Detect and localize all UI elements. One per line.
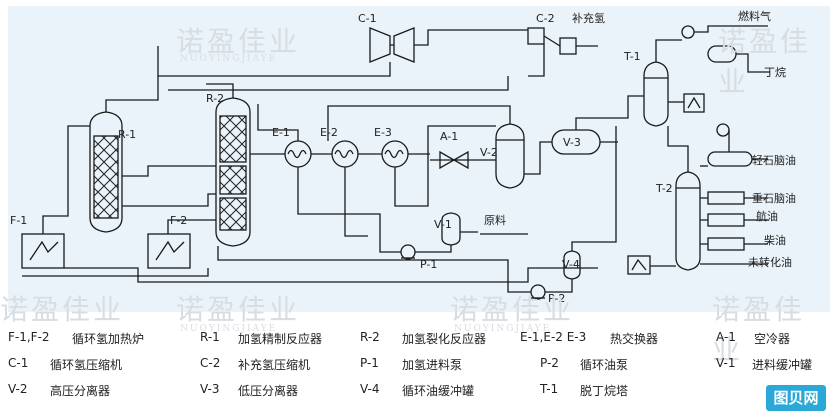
legend-desc: 循环油缓冲罐 (402, 384, 475, 398)
exchanger-e2 (331, 140, 359, 168)
process-flow-diagram: C-1 C-2 补充氢 T-1 燃料气 丁烷 R-1 R-2 E-1 E-2 E… (8, 6, 830, 312)
legend-desc: 加氢精制反应器 (238, 332, 323, 346)
exchanger-e1 (284, 140, 312, 168)
legend-code: C-1 (8, 356, 29, 370)
label-a1: A-1 (440, 130, 458, 143)
watermark-text: 诺盈佳业 (176, 25, 301, 58)
legend-code: V-1 (716, 356, 736, 370)
legend-desc: 循环氢加热炉 (72, 332, 145, 346)
label-c1: C-1 (358, 12, 377, 25)
legend-desc: 加氢进料泵 (402, 358, 463, 372)
watermark-subtext: NUOYINGJIAYE (180, 54, 278, 64)
label-r2: R-2 (206, 92, 224, 105)
furnace-f2 (147, 233, 191, 269)
watermark-text: 诺盈佳业 (718, 25, 812, 98)
legend-code: E-1,E-2 E-3 (520, 330, 587, 344)
label-e1: E-1 (272, 126, 290, 139)
label-kerosene: 航油 (756, 209, 778, 223)
legend-desc: 高压分离器 (50, 384, 111, 398)
label-makeup-h2: 补充氢 (572, 11, 605, 25)
legend-desc: 空冷器 (754, 332, 791, 346)
compressor-c2 (527, 27, 577, 55)
legend-desc: 热交换器 (610, 332, 659, 346)
label-butane: 丁烷 (764, 65, 786, 79)
air-cooler-a1 (430, 150, 478, 170)
legend-code: A-1 (716, 330, 736, 344)
label-r1: R-1 (118, 128, 136, 141)
legend-code: P-2 (540, 356, 559, 370)
label-v1: V-1 (434, 218, 452, 231)
legend-code: V-4 (360, 382, 380, 396)
label-f2: F-2 (170, 214, 187, 227)
label-t2: T-2 (655, 182, 673, 195)
legend-desc: 脱丁烷塔 (580, 384, 629, 398)
legend-code: C-2 (200, 356, 221, 370)
label-fuel-gas: 燃料气 (738, 9, 771, 23)
watermark-subtext: NUOYINGJIAYE (454, 324, 552, 334)
legend-desc: 进料缓冲罐 (752, 358, 813, 372)
label-feed: 原料 (484, 213, 506, 227)
label-c2: C-2 (536, 12, 555, 25)
legend-code: R-1 (200, 330, 220, 344)
reactor-r1 (89, 106, 123, 233)
label-diesel: 柴油 (764, 233, 786, 247)
legend-desc: 加氢裂化反应器 (402, 332, 487, 346)
legend-desc: 循环油泵 (580, 358, 629, 372)
legend-code: P-1 (360, 356, 379, 370)
exchanger-e3 (381, 140, 409, 168)
legend-code: V-3 (200, 382, 220, 396)
label-e2: E-2 (320, 126, 338, 139)
legend-code: R-2 (360, 330, 380, 344)
flow-svg: C-1 C-2 补充氢 T-1 燃料气 丁烷 R-1 R-2 E-1 E-2 E… (10, 9, 796, 305)
separator-v2 (495, 123, 525, 189)
compressor-c1 (369, 27, 415, 63)
label-heavy-naphtha: 重石脑油 (752, 191, 796, 205)
buffer-drum-v4 (563, 250, 581, 280)
legend-desc: 低压分离器 (238, 384, 299, 398)
legend-desc: 循环氢压缩机 (50, 358, 123, 372)
pump-p1 (400, 244, 416, 260)
label-t1: T-1 (623, 50, 641, 63)
watermark-subtext: NUOYINGJIAYE (180, 324, 278, 334)
reactor-r2 (215, 92, 251, 247)
label-p2: P-2 (548, 292, 565, 305)
label-p1: P-1 (420, 258, 437, 271)
legend-code: F-1,F-2 (8, 330, 50, 344)
piping (22, 25, 770, 293)
legend-code: T-1 (540, 382, 559, 396)
site-badge: 图贝网 (766, 385, 826, 411)
furnace-f1 (21, 233, 65, 269)
watermark-text: 诺盈佳业 (450, 293, 575, 326)
label-v3: V-3 (563, 136, 581, 149)
watermark-text: 诺盈佳业 (712, 293, 806, 366)
column-t1 (643, 25, 737, 127)
column-t2 (627, 123, 753, 275)
label-e3: E-3 (374, 126, 392, 139)
buffer-drum-v1 (441, 212, 461, 246)
label-v4: V-4 (562, 258, 580, 271)
label-v2: V-2 (480, 146, 498, 159)
legend-desc: 补充氢压缩机 (238, 358, 311, 372)
legend-code: V-2 (8, 382, 28, 396)
label-f1: F-1 (10, 214, 27, 227)
label-tail-oil: 未转化油 (748, 255, 792, 269)
label-light-naphtha: 轻石脑油 (752, 153, 796, 167)
legend: 诺盈佳业 诺盈佳业 NUOYINGJIAYE 诺盈佳业 NUOYINGJIAYE… (0, 293, 830, 413)
watermark-text: 诺盈佳业 (0, 293, 125, 326)
watermark-text: 诺盈佳业 (176, 293, 301, 326)
